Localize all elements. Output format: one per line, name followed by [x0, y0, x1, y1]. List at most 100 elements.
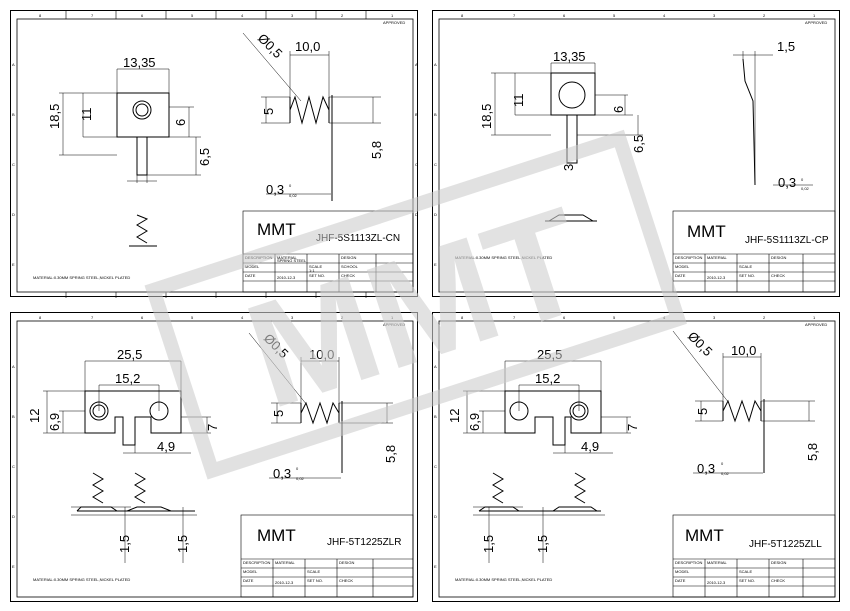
svg-text:DESIGN: DESIGN — [341, 255, 356, 260]
svg-text:8: 8 — [461, 13, 464, 18]
svg-text:Ø0,5: Ø0,5 — [261, 331, 292, 362]
svg-text:0,3: 0,3 — [778, 175, 796, 190]
svg-text:SCALE: SCALE — [739, 264, 752, 269]
svg-text:D: D — [434, 514, 437, 519]
svg-text:E: E — [434, 262, 437, 267]
svg-text:0,02: 0,02 — [801, 186, 810, 191]
svg-text:0: 0 — [801, 177, 804, 182]
svg-text:DESCRIPTION: DESCRIPTION — [243, 560, 270, 565]
svg-text:1: 1 — [813, 13, 816, 18]
material-note: MATERIAL:0.30MM SPRING STEEL,NICKEL PLAT… — [33, 275, 130, 280]
svg-text:3: 3 — [561, 164, 576, 171]
svg-text:25,5: 25,5 — [537, 347, 562, 362]
svg-text:3: 3 — [291, 13, 294, 18]
svg-text:7: 7 — [91, 315, 94, 320]
svg-text:6: 6 — [611, 106, 626, 113]
svg-text:5: 5 — [191, 315, 194, 320]
contact-plate-front-view — [550, 72, 596, 164]
svg-text:SPRING STEEL: SPRING STEEL — [277, 258, 307, 263]
svg-text:5: 5 — [613, 315, 616, 320]
contact-plate-front-view — [504, 390, 602, 446]
svg-text:DESCRIPTION: DESCRIPTION — [675, 255, 702, 260]
spring-side-view — [300, 401, 343, 473]
svg-text:0,02: 0,02 — [289, 193, 298, 198]
svg-text:7: 7 — [625, 424, 640, 431]
svg-text:7: 7 — [205, 424, 220, 431]
svg-text:4: 4 — [241, 13, 244, 18]
svg-text:A: A — [434, 62, 437, 67]
svg-text:SET NO.: SET NO. — [307, 578, 323, 583]
svg-text:5: 5 — [613, 13, 616, 18]
spring-side-view — [722, 399, 765, 473]
svg-text:0,02: 0,02 — [296, 476, 305, 481]
svg-text:MATERIAL: MATERIAL — [707, 560, 727, 565]
svg-text:DESIGN: DESIGN — [771, 560, 786, 565]
material-note: MATERIAL:0.30MM SPRING STEEL,NICKEL PLAT… — [455, 577, 552, 582]
spring-detail — [129, 214, 157, 247]
svg-text:1: 1 — [813, 315, 816, 320]
svg-text:0,3: 0,3 — [266, 182, 284, 197]
contact-plate-front-view — [116, 92, 170, 176]
svg-text:4: 4 — [663, 13, 666, 18]
svg-text:SCALE: SCALE — [307, 569, 320, 574]
svg-text:DATE: DATE — [675, 578, 686, 583]
svg-text:6: 6 — [141, 315, 144, 320]
title-block — [240, 514, 414, 598]
svg-text:6: 6 — [563, 315, 566, 320]
svg-text:SET NO.: SET NO. — [309, 273, 325, 278]
svg-text:4,9: 4,9 — [157, 439, 175, 454]
svg-text:E: E — [12, 564, 15, 569]
svg-text:7: 7 — [513, 315, 516, 320]
svg-text:1: 1 — [391, 13, 394, 18]
svg-text:1,5: 1,5 — [117, 535, 132, 553]
svg-text:15,2: 15,2 — [535, 371, 560, 386]
svg-text:2010-12-3: 2010-12-3 — [707, 275, 726, 280]
svg-text:12: 12 — [27, 409, 42, 423]
svg-text:MODEL: MODEL — [675, 264, 690, 269]
part-number: JHF-5S1113ZL-CN — [316, 233, 400, 244]
svg-text:4,9: 4,9 — [581, 439, 599, 454]
svg-text:2: 2 — [763, 13, 766, 18]
svg-text:D: D — [12, 514, 15, 519]
svg-text:DATE: DATE — [243, 578, 254, 583]
part-number: JHF-5S1113ZL-CP — [745, 235, 829, 246]
svg-text:D: D — [415, 212, 418, 217]
svg-text:B: B — [12, 414, 15, 419]
svg-text:7: 7 — [513, 13, 516, 18]
svg-text:DESIGN: DESIGN — [771, 255, 786, 260]
svg-text:0,3: 0,3 — [697, 461, 715, 476]
svg-text:MODEL: MODEL — [675, 569, 690, 574]
svg-text:A: A — [12, 62, 15, 67]
contact-edge-view — [545, 214, 597, 222]
approved-label: APPROVED — [383, 20, 405, 25]
svg-text:6,5: 6,5 — [631, 135, 646, 153]
brand-label: MMT — [687, 222, 726, 241]
material-note: MATERIAL:0.30MM SPRING STEEL,NICKEL PLAT… — [33, 577, 130, 582]
svg-text:5,8: 5,8 — [383, 445, 398, 463]
svg-text:SCALE: SCALE — [739, 569, 752, 574]
svg-text:7: 7 — [91, 13, 94, 18]
svg-text:6,5: 6,5 — [197, 148, 212, 166]
svg-text:5: 5 — [695, 408, 710, 415]
svg-text:11: 11 — [511, 94, 526, 108]
spring-assembly-view — [478, 472, 601, 512]
svg-text:6,9: 6,9 — [467, 413, 482, 431]
svg-text:MATERIAL: MATERIAL — [275, 560, 295, 565]
svg-text:APPROVED: APPROVED — [805, 20, 827, 25]
svg-text:2010-12-3: 2010-12-3 — [277, 275, 296, 280]
svg-text:3: 3 — [713, 13, 716, 18]
svg-text:0: 0 — [721, 461, 724, 466]
svg-text:6: 6 — [563, 13, 566, 18]
svg-text:2: 2 — [341, 13, 344, 18]
brand-label: MMT — [257, 220, 296, 239]
svg-text:10,0: 10,0 — [731, 343, 756, 358]
svg-text:C: C — [12, 162, 15, 167]
svg-text:DESIGN: DESIGN — [339, 560, 354, 565]
svg-text:3: 3 — [713, 315, 716, 320]
svg-text:B: B — [434, 112, 437, 117]
